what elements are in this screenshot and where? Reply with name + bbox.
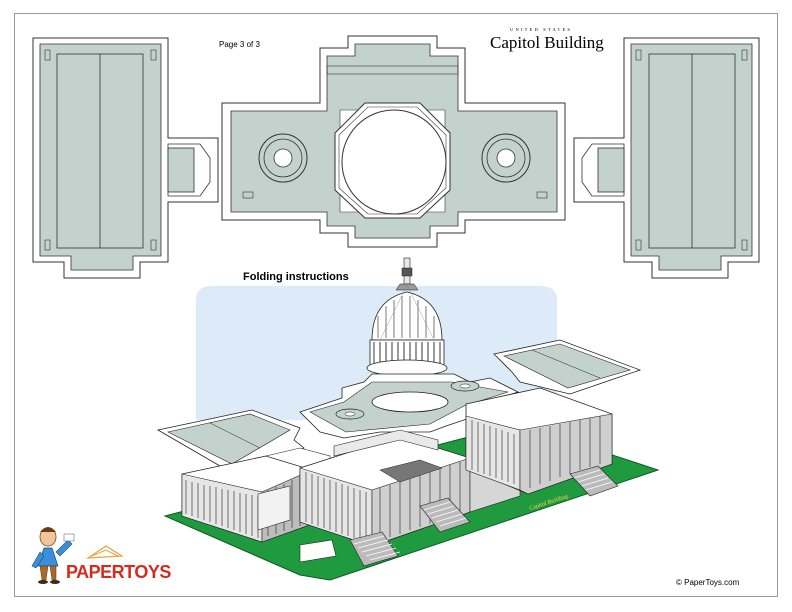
page-number: Page 3 of 3 [219,40,260,49]
capitol-building-body [181,387,613,547]
instructions-illustration: Capitol Building [156,257,660,581]
brand-subtitle: UNITED STATES [510,27,573,32]
side-tab [299,539,337,563]
papertoys-logo: PAPERTOYS [66,562,171,582]
papertoys-logo-mark [85,545,124,559]
right-wing-roof-panel [573,37,760,279]
left-wing-roof-panel [32,37,219,279]
center-roof-piece [299,373,520,439]
steps-center [419,497,471,533]
dome-piece [366,257,448,377]
copyright: © PaperToys.com [676,578,740,587]
brand-title: Capitol Building [490,33,604,52]
folding-instructions-title: Folding instructions [243,271,349,283]
page-frame [14,13,778,597]
right-wing-roof-piece [493,339,642,395]
steps-right [569,465,619,497]
center-roof-panel [221,35,566,248]
papertoys-mascot [31,527,75,584]
